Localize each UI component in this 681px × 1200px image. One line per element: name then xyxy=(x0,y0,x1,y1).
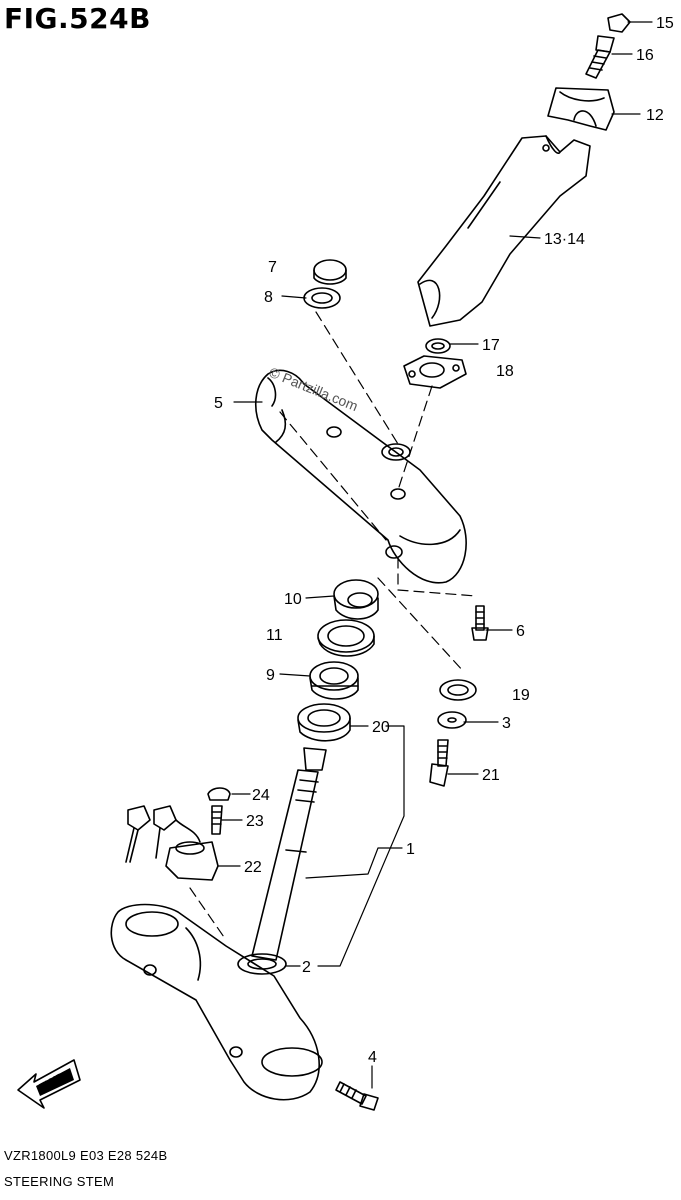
callout-24: 24 xyxy=(252,787,270,804)
callout-5: 5 xyxy=(214,395,223,412)
callout-13-14: 13·14 xyxy=(544,231,585,248)
callout-11: 11 xyxy=(266,627,283,644)
callout-21: 21 xyxy=(482,767,500,784)
upper-bracket-part-5 xyxy=(254,369,467,584)
washer-part-17 xyxy=(425,338,451,354)
handlebar-part-13-14 xyxy=(417,135,591,327)
bolt-part-16 xyxy=(585,35,615,79)
callout-7: 7 xyxy=(268,259,277,276)
callout-10: 10 xyxy=(284,591,302,608)
steering-stem-part-1 xyxy=(251,747,327,961)
callout-20: 3 xyxy=(502,715,511,732)
callout-12: 12 xyxy=(646,107,664,124)
watermark: © Partzilla.com xyxy=(267,364,360,414)
callout-16: 16 xyxy=(636,47,654,64)
cap-part-15 xyxy=(607,13,631,33)
fwd-arrow-icon: FWD xyxy=(17,1059,81,1109)
plate-part-18 xyxy=(403,355,467,389)
callout-17: 17 xyxy=(482,337,500,354)
callout-18: 18 xyxy=(496,363,514,380)
handlebar-clamp-part-12 xyxy=(547,87,615,131)
callout-9: 9 xyxy=(266,667,275,684)
bearing-part-3 xyxy=(297,703,351,742)
cap-part-24 xyxy=(207,787,231,801)
bolt-part-23 xyxy=(211,805,223,835)
callout-22: 22 xyxy=(244,859,262,876)
washer-part-20 xyxy=(437,711,467,729)
lower-bracket xyxy=(110,903,323,1101)
callout-8: 8 xyxy=(264,289,273,306)
callout-4: 4 xyxy=(368,1049,377,1066)
bearing-part-9 xyxy=(309,661,359,700)
assembly-lines xyxy=(189,311,477,941)
cap-part-7 xyxy=(313,259,347,285)
washer-part-8 xyxy=(303,287,341,309)
bolt-part-4 xyxy=(335,1081,379,1111)
ignition-switch-part-22 xyxy=(125,805,219,881)
washer-part-19 xyxy=(439,679,477,701)
callout-15: 15 xyxy=(656,15,674,32)
nut-part-10 xyxy=(333,579,379,620)
callout-23: 23 xyxy=(246,813,264,830)
callout-19: 19 xyxy=(512,687,530,704)
seal-part-11 xyxy=(317,619,375,657)
callout-1: 1 xyxy=(406,841,415,858)
callout-2: 2 xyxy=(302,959,311,976)
callout-3: 20 xyxy=(372,719,390,736)
callout-6: 6 xyxy=(516,623,525,640)
bolt-part-21 xyxy=(429,739,449,787)
figure-title: FIG.524B xyxy=(4,2,151,35)
leader-lines xyxy=(217,21,653,1089)
bolt-part-6 xyxy=(471,605,489,641)
callout-labels: 15 16 12 13·14 7 8 17 18 5 10 6 11 9 19 … xyxy=(214,15,674,1066)
diagram-caption: STEERING STEM xyxy=(4,1174,115,1189)
diagram-code: VZR1800L9 E03 E28 524B xyxy=(4,1148,168,1163)
